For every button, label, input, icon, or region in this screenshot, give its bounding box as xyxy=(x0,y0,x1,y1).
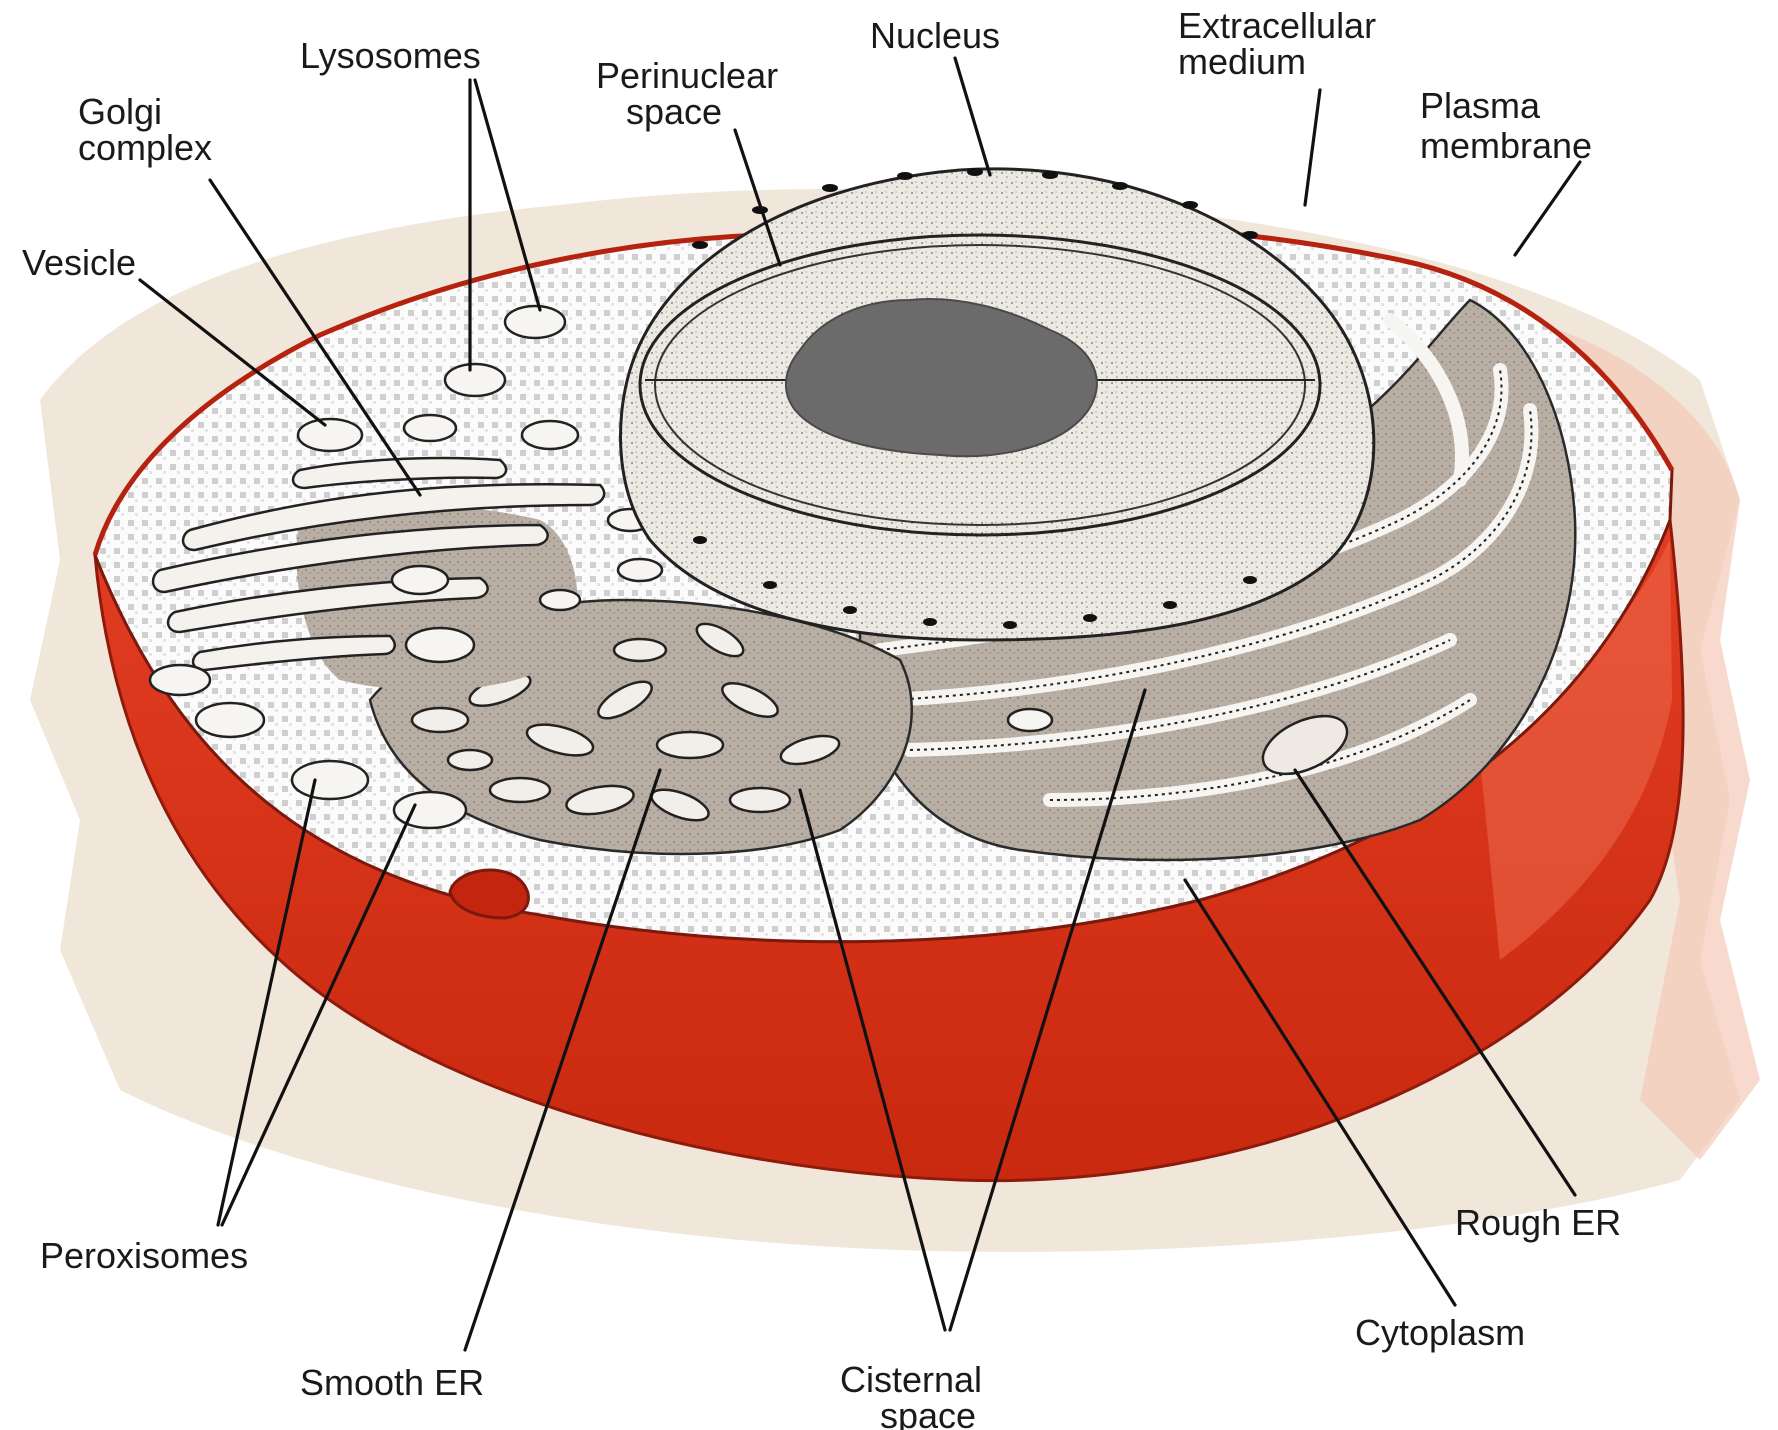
label-rough-er: Rough ER xyxy=(1455,1202,1621,1243)
label-nucleus: Nucleus xyxy=(870,15,1000,56)
lysosome-1 xyxy=(445,364,505,396)
leader-plasma xyxy=(1515,162,1580,255)
label-extracellular-1: Extracellular xyxy=(1178,5,1376,46)
peroxisome-2 xyxy=(394,792,466,828)
label-plasma-2: membrane xyxy=(1420,125,1592,166)
lysosome-2 xyxy=(505,306,565,338)
label-plasma-1: Plasma xyxy=(1420,85,1541,126)
label-cisternal-1: Cisternal xyxy=(840,1359,982,1400)
peroxisome-1 xyxy=(292,761,368,799)
leader-nucleus xyxy=(955,58,990,175)
label-smooth-er: Smooth ER xyxy=(300,1362,484,1403)
vesicle xyxy=(298,419,362,451)
label-vesicle: Vesicle xyxy=(22,242,136,283)
label-cisternal-2: space xyxy=(880,1395,976,1430)
label-lysosomes: Lysosomes xyxy=(300,35,481,76)
label-golgi-1: Golgi xyxy=(78,91,162,132)
label-perinuclear-2: space xyxy=(626,91,722,132)
label-peroxisomes: Peroxisomes xyxy=(40,1235,248,1276)
label-extracellular-2: medium xyxy=(1178,41,1306,82)
label-perinuclear-1: Perinuclear xyxy=(596,55,778,96)
label-cytoplasm: Cytoplasm xyxy=(1355,1312,1525,1353)
label-golgi-2: complex xyxy=(78,127,212,168)
leader-extracellular xyxy=(1305,90,1320,205)
